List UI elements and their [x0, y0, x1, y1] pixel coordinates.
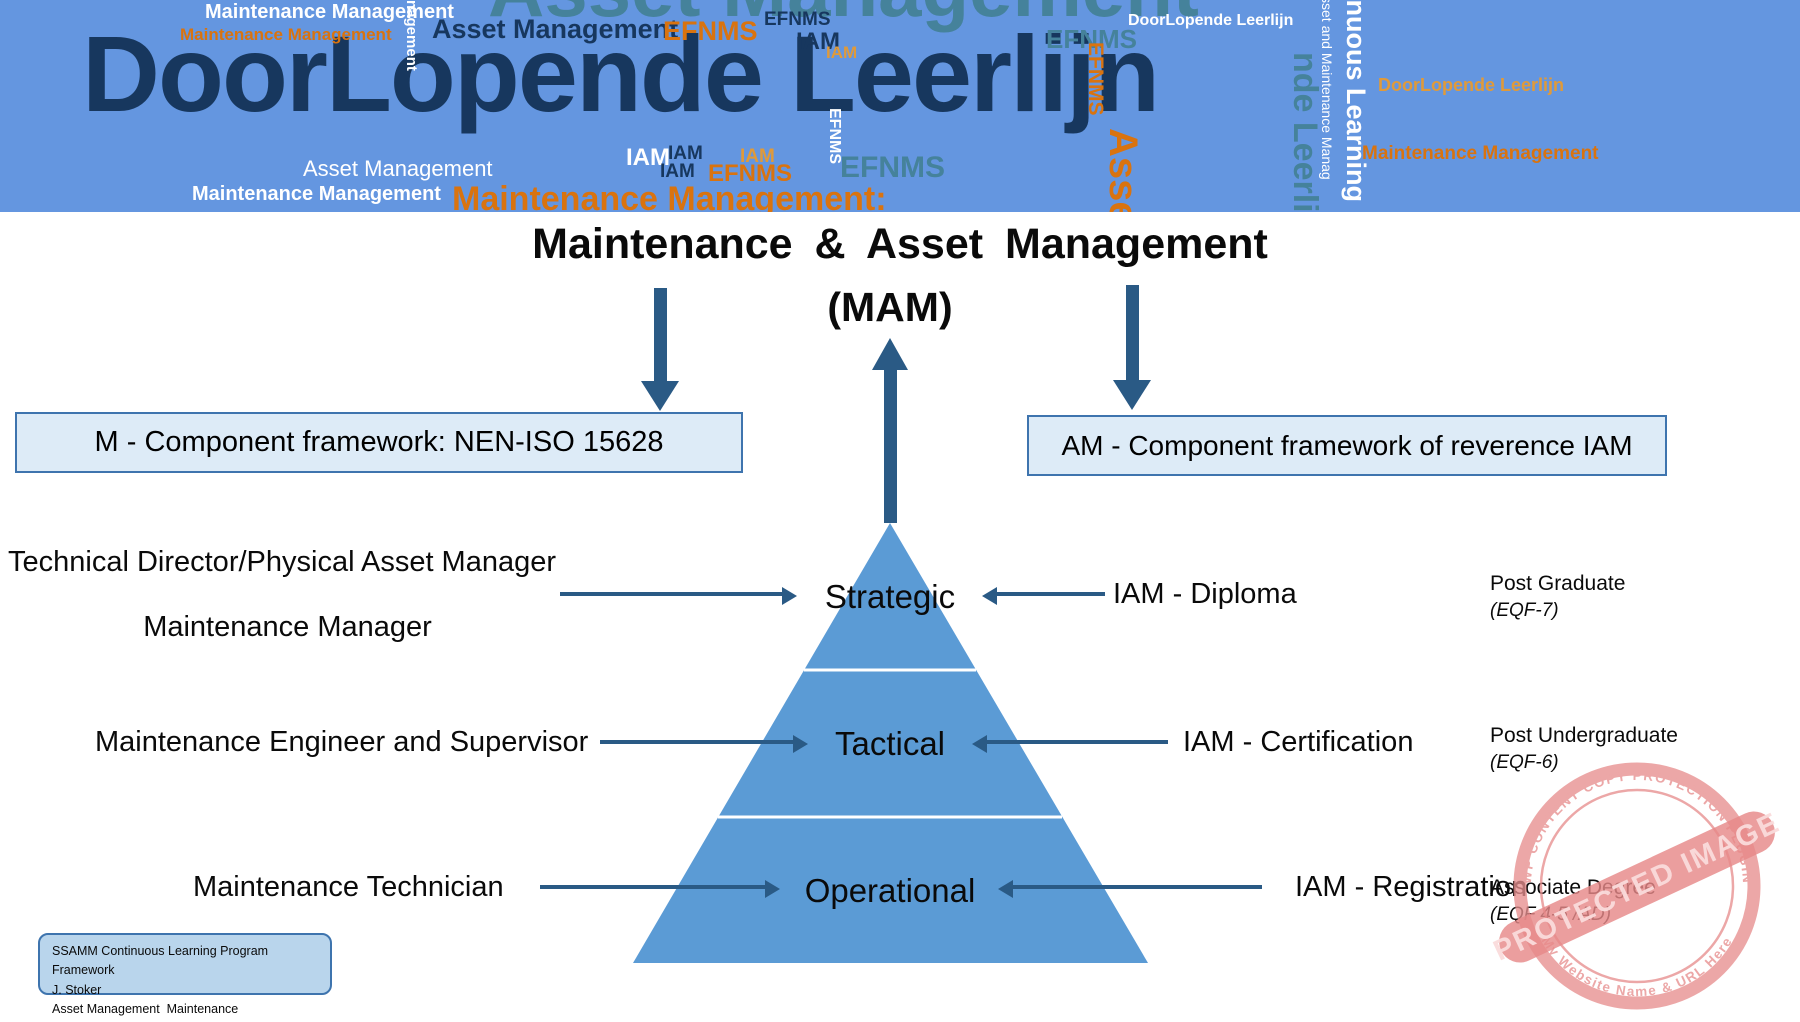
word-cloud-word: EFNMS — [840, 151, 945, 184]
maintenance-framework-box: M - Component framework: NEN-ISO 15628 — [15, 412, 743, 473]
stamp-inner-ring — [1539, 788, 1735, 984]
credit-box: SSAMM Continuous Learning Program Framew… — [38, 933, 332, 1022]
word-cloud-word: DoorLopende Leerlijn — [1128, 12, 1294, 29]
credit-line-1: SSAMM Continuous Learning Program Framew… — [52, 944, 272, 978]
word-cloud-word: inuous Learning — [1341, 0, 1371, 203]
role-maintenance-engineer: Maintenance Engineer and Supervisor — [95, 726, 589, 758]
word-cloud-word: IAM — [668, 143, 703, 164]
word-cloud-word: Maintenance Management — [192, 183, 441, 205]
word-cloud-word: Maintenance Management — [1362, 143, 1599, 164]
word-cloud-word: EFNMS — [663, 16, 758, 46]
word-cloud-word: EFNMS — [764, 9, 831, 30]
word-cloud-word: sset and Maintenance Manag — [1319, 0, 1335, 180]
word-cloud-word: Maintenance Management — [205, 1, 454, 23]
stamp-outer-ring — [1513, 762, 1761, 1010]
eqf-post-undergraduate: Post Undergraduate — [1490, 724, 1678, 747]
stamp-arc-bottom-text: My Website Name & URL Here — [1539, 934, 1734, 1000]
word-cloud-word: IAM — [740, 146, 775, 167]
credit-line-3: Asset Management Maintenance Management® — [52, 1002, 239, 1022]
asset-framework-box: AM - Component framework of reverence IA… — [1027, 415, 1667, 476]
word-cloud-word: EFNMS — [1084, 42, 1107, 116]
role-maintenance-manager: Maintenance Manager — [143, 611, 432, 643]
iam-registration-label: IAM - Registration — [1295, 871, 1528, 903]
word-cloud-word: EFNMS — [1046, 24, 1137, 54]
pyramid — [633, 523, 1148, 963]
pyramid-shape — [633, 523, 1148, 963]
eqf-post-graduate: Post Graduate — [1490, 572, 1626, 595]
pyramid-level-operational: Operational — [804, 872, 976, 909]
word-cloud-word: IAM — [826, 43, 858, 62]
word-cloud-word: IAM — [796, 28, 840, 55]
eqf6-label: (EQF-6) — [1490, 752, 1559, 773]
word-cloud-word: Asset Management — [488, 0, 1199, 28]
word-cloud-word: Maintenance Management — [180, 25, 392, 44]
word-cloud-word: nde Leerlijn — [1286, 52, 1324, 212]
pyramid-level-tactical: Tactical — [834, 725, 946, 762]
word-cloud-word: IAM — [626, 144, 670, 171]
headline-line1: Maintenance & Asset Management — [532, 220, 1268, 268]
svg-text:My Website Name & URL Here: My Website Name & URL Here — [1539, 934, 1736, 1000]
word-cloud-word: Asset Management — [432, 14, 679, 44]
pyramid-level-strategic: Strategic — [824, 578, 956, 615]
word-cloud-word: DoorLopende Leerlijn — [1378, 75, 1565, 95]
word-cloud-word: nagement — [403, 0, 420, 71]
role-technical-director: Technical Director/Physical Asset Manage… — [8, 546, 557, 578]
iam-certification-label: IAM - Certification — [1183, 726, 1414, 758]
banner-main-title: DoorLopende Leerlijn — [82, 13, 1160, 134]
word-cloud-word: Asset Management — [303, 156, 493, 181]
word-cloud-word: EFNMS — [708, 160, 792, 187]
iam-diploma-label: IAM - Diploma — [1113, 578, 1297, 610]
role-maintenance-technician: Maintenance Technician — [193, 871, 504, 903]
headline-line2-mam: (MAM) — [827, 284, 953, 330]
credit-line-2: J. Stoker — [52, 982, 102, 997]
word-cloud-banner: DoorLopende Leerlijn Asset ManagementMai… — [0, 0, 1800, 212]
word-cloud-word: Maintenance Management: — [452, 180, 887, 212]
word-cloud-word: IAM — [660, 161, 695, 182]
word-cloud-word: Asset — [1101, 128, 1145, 212]
eqf7-label: (EQF-7) — [1490, 600, 1559, 621]
